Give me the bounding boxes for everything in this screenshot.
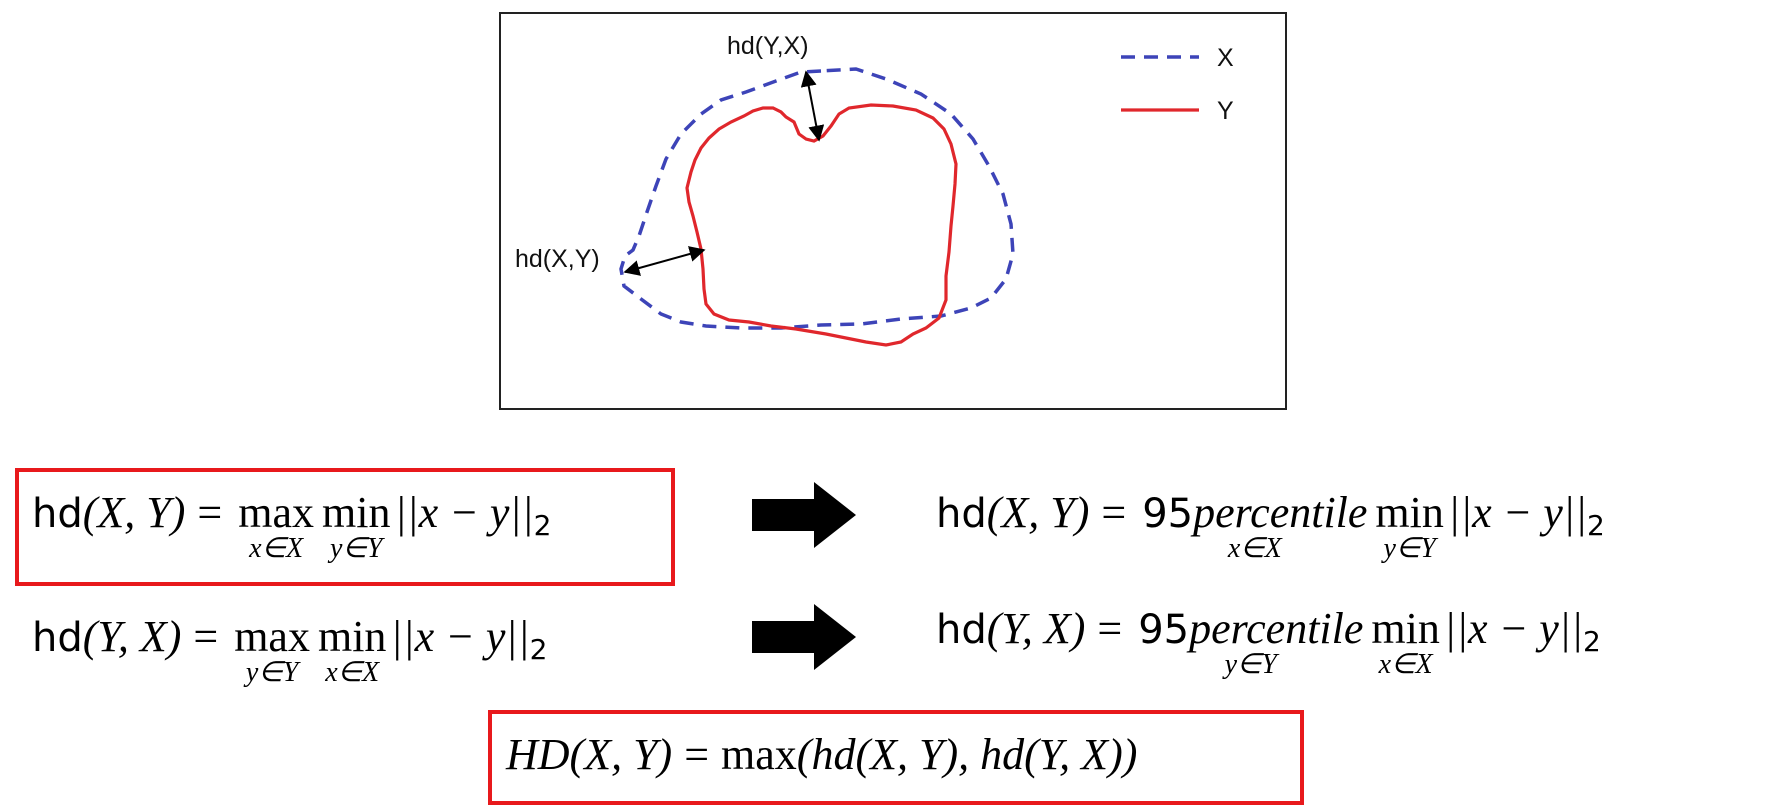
contour-x xyxy=(619,67,1015,330)
highlight-box-row1 xyxy=(15,468,675,586)
right-arrow-icon xyxy=(752,604,856,670)
contour-y xyxy=(685,103,958,347)
hd-yx-label: hd(Y,X) xyxy=(727,32,809,60)
hd-yx-arrow xyxy=(800,70,825,142)
legend-x-label: X xyxy=(1217,44,1234,72)
hd-xy-arrow xyxy=(623,246,706,276)
hd-xy-label: hd(X,Y) xyxy=(515,245,600,273)
legend-y-label: Y xyxy=(1217,97,1234,125)
highlight-box-final xyxy=(488,710,1304,805)
right-arrow-icon xyxy=(752,482,856,548)
contour-diagram: hd(Y,X) hd(X,Y) X Y xyxy=(515,32,1234,347)
equation-hausdorff-distance: HD(X, Y)=max(hd(X, Y), hd(Y, X)) xyxy=(506,730,1138,779)
contour-figure: hd(Y,X) hd(X,Y) X Y xyxy=(499,12,1287,410)
